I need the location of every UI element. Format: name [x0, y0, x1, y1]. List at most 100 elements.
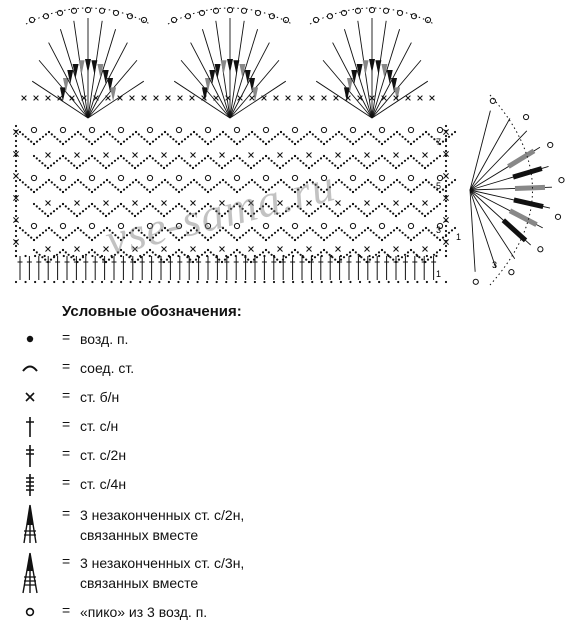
- chain-dot: [180, 236, 184, 239]
- chain-dot: [276, 133, 280, 136]
- chain-dot: [93, 188, 97, 191]
- chain-dot: [180, 157, 183, 160]
- chain-dot: [360, 231, 364, 234]
- chain-dot: [349, 254, 352, 258]
- chain-dot: [291, 140, 294, 143]
- picot-circle: [410, 13, 418, 20]
- cluster-wedge: [72, 64, 79, 79]
- sc-cross: [443, 151, 449, 157]
- chain-dot: [339, 280, 342, 284]
- chain-dot: [204, 140, 207, 143]
- cluster-wedge: [386, 70, 393, 85]
- chain-dot: [212, 159, 215, 162]
- chain-dot: [453, 178, 457, 182]
- chain-dot: [424, 130, 428, 134]
- chain-dot: [360, 210, 363, 213]
- chain-dot: [386, 234, 390, 237]
- chain-dot: [433, 234, 436, 237]
- chain-dot: [351, 248, 355, 252]
- chain-dot: [447, 135, 451, 138]
- chain-dot: [374, 159, 378, 162]
- chain-dot: [43, 254, 46, 258]
- picot-circle: [70, 7, 78, 14]
- chain-dot: [81, 280, 84, 284]
- picot-circle: [407, 126, 415, 134]
- chain-dot: [255, 256, 259, 259]
- chain-dot: [122, 236, 126, 239]
- chain-dot: [354, 188, 358, 191]
- chain-dot: [429, 162, 433, 165]
- fan-stitch: [180, 59, 231, 119]
- cluster-wedge: [97, 64, 104, 79]
- chain-dot: [334, 181, 338, 184]
- chain-dot: [360, 162, 363, 165]
- chain-dot: [330, 280, 333, 284]
- picot-circle: [146, 174, 154, 182]
- chain-dot: [328, 186, 332, 189]
- cluster-wedge: [107, 78, 114, 93]
- chain-dot: [174, 205, 178, 208]
- chain-dot: [386, 207, 389, 210]
- chain-dot: [235, 154, 239, 158]
- chain-dot: [435, 254, 438, 258]
- chain-dot: [136, 212, 140, 215]
- chain-dot: [389, 183, 393, 186]
- sc-cross: [165, 95, 171, 101]
- chain-dot: [256, 135, 259, 138]
- chain-dot: [412, 157, 415, 160]
- chain-dot: [415, 159, 418, 162]
- chain-dot: [128, 162, 131, 165]
- chain-dot: [371, 256, 375, 259]
- chain-dot: [218, 133, 222, 136]
- chain-dot: [273, 162, 276, 165]
- chain-dot: [206, 254, 209, 258]
- cluster-wedge: [513, 197, 544, 210]
- chain-dot: [14, 149, 18, 153]
- chain-dot: [285, 231, 288, 234]
- dc-stitch: [299, 256, 305, 280]
- chain-dot: [404, 234, 407, 237]
- chain-dot: [262, 236, 265, 239]
- chain-dot: [90, 202, 94, 206]
- chain-dot: [372, 135, 375, 138]
- dc-stitch: [26, 256, 32, 280]
- chain-dot: [444, 194, 448, 198]
- chain-dot: [270, 138, 274, 141]
- chain-dot: [14, 194, 18, 198]
- chain-dot: [322, 154, 326, 158]
- chain-dot: [44, 229, 48, 232]
- chain-dot: [99, 162, 102, 165]
- dc-stitch: [271, 256, 277, 280]
- chain-dot: [85, 234, 88, 237]
- sc-cross: [277, 200, 283, 206]
- chain-dot: [230, 138, 233, 141]
- fan-stitch: [201, 29, 231, 119]
- chain-dot: [52, 162, 56, 165]
- side-row-number-3: 3: [492, 260, 497, 270]
- chain-dot: [225, 280, 228, 284]
- chain-dot: [108, 133, 111, 136]
- chain-dot: [241, 138, 245, 141]
- chain-dot: [196, 280, 199, 284]
- sc-cross: [45, 200, 51, 206]
- picot-circle: [407, 222, 415, 230]
- chain-dot: [366, 130, 370, 134]
- chain-dot: [102, 133, 106, 136]
- chain-dot: [195, 229, 198, 232]
- chain-dot: [354, 157, 357, 160]
- chain-dot: [122, 205, 125, 208]
- chain-dot: [175, 188, 178, 191]
- sc-cross: [45, 95, 51, 101]
- sc-cross: [306, 152, 312, 158]
- chain-dot: [154, 159, 157, 162]
- chain-dot: [200, 159, 204, 162]
- chain-dot: [296, 188, 300, 191]
- chain-dot: [444, 254, 448, 258]
- chain-dot: [47, 130, 51, 134]
- sc-cross: [248, 200, 254, 206]
- chain-dot: [111, 135, 114, 138]
- chain-dot: [78, 212, 82, 215]
- chain-dot: [365, 260, 369, 264]
- chain-dot: [128, 231, 132, 234]
- chain-dot: [151, 236, 155, 239]
